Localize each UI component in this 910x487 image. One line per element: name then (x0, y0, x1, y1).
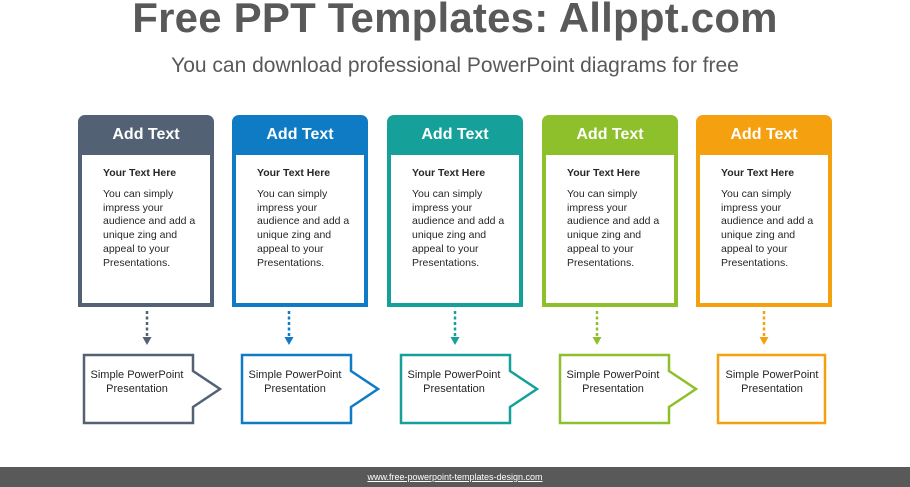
step-card-header: Add Text (730, 126, 798, 143)
step-card-heading: Your Text Here (257, 167, 331, 179)
step-card-text: You can simply impress your audience and… (103, 188, 196, 269)
step-card-4: Add Text Your Text Here You can simply i… (542, 115, 678, 307)
footer-link[interactable]: www.free-powerpoint-templates-design.com (367, 472, 543, 482)
step-card-header: Add Text (266, 126, 334, 143)
step-card-3: Add Text Your Text Here You can simply i… (387, 115, 523, 307)
dotted-down-arrow-icon (592, 311, 602, 345)
arrow-box-4 (558, 353, 699, 425)
step-card-heading: Your Text Here (567, 167, 641, 179)
step-card-2: Add Text Your Text Here You can simply i… (232, 115, 368, 307)
step-card-text: You can simply impress your audience and… (721, 188, 814, 269)
arrow-box-5 (716, 353, 827, 425)
step-card-heading: Your Text Here (721, 167, 795, 179)
step-card-body: Your Text Here You can simply impress yo… (700, 155, 828, 303)
step-card-5: Add Text Your Text Here You can simply i… (696, 115, 832, 307)
step-card-heading: Your Text Here (412, 167, 486, 179)
page-subtitle: You can download professional PowerPoint… (171, 54, 739, 77)
arrow-box-3 (399, 353, 540, 425)
step-card-header: Add Text (112, 126, 180, 143)
step-card-header: Add Text (421, 126, 489, 143)
arrow-box-2 (240, 353, 381, 425)
arrow-box-label: Simple PowerPoint Presentation (725, 369, 819, 395)
arrow-box-label: Simple PowerPoint Presentation (248, 369, 342, 395)
step-card-header: Add Text (576, 126, 644, 143)
footer-bar: www.free-powerpoint-templates-design.com (0, 467, 910, 487)
step-card-1: Add Text Your Text Here You can simply i… (78, 115, 214, 307)
step-card-text: You can simply impress your audience and… (567, 188, 660, 269)
step-card-heading: Your Text Here (103, 167, 177, 179)
arrow-box-1 (82, 353, 223, 425)
arrow-box-label: Simple PowerPoint Presentation (566, 369, 660, 395)
step-card-text: You can simply impress your audience and… (257, 188, 350, 269)
step-card-body: Your Text Here You can simply impress yo… (82, 155, 210, 303)
dotted-down-arrow-icon (759, 311, 769, 345)
dotted-down-arrow-icon (142, 311, 152, 345)
step-card-body: Your Text Here You can simply impress yo… (236, 155, 364, 303)
arrow-box-label: Simple PowerPoint Presentation (90, 369, 184, 395)
step-card-text: You can simply impress your audience and… (412, 188, 505, 269)
page-title: Free PPT Templates: Allppt.com (132, 0, 778, 41)
dotted-down-arrow-icon (284, 311, 294, 345)
step-card-body: Your Text Here You can simply impress yo… (391, 155, 519, 303)
arrow-box-label: Simple PowerPoint Presentation (407, 369, 501, 395)
dotted-down-arrow-icon (450, 311, 460, 345)
step-card-body: Your Text Here You can simply impress yo… (546, 155, 674, 303)
